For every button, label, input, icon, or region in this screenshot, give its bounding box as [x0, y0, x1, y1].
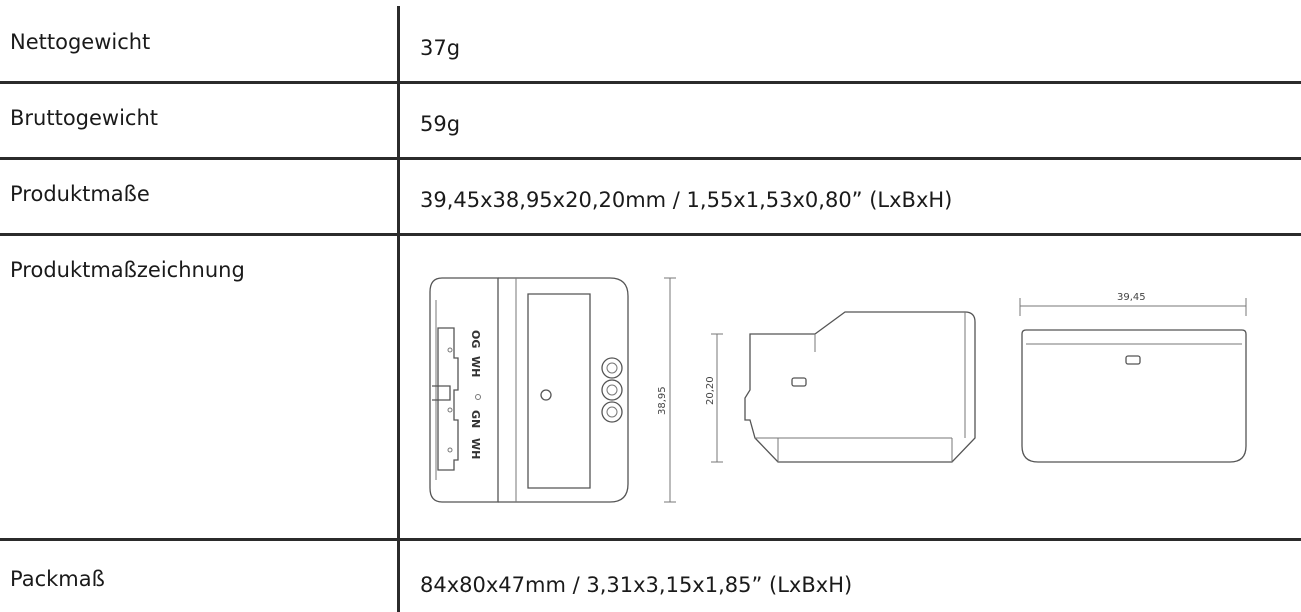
- product-dimension-drawing: OG WH GN WH 38,95 20,20 39,45: [429, 277, 1247, 503]
- wire-label-wh: WH: [469, 356, 482, 377]
- front-view: OG WH GN WH 38,95: [429, 277, 676, 503]
- dimension-length-label: 39,45: [1117, 292, 1146, 303]
- row-package-dimensions-label: Packmaß: [10, 567, 105, 591]
- row-product-dimensions-label: Produktmaße: [10, 182, 150, 206]
- top-view: 39,45: [1019, 292, 1247, 463]
- side-view: 20,20: [705, 311, 976, 463]
- dimension-height-label: 20,20: [705, 376, 716, 405]
- row-net-weight-label: Nettogewicht: [10, 30, 151, 54]
- row-gross-weight-label: Bruttogewicht: [10, 106, 159, 130]
- row-package-dimensions-value: 84x80x47mm / 3,31x3,15x1,85” (LxBxH): [420, 573, 853, 597]
- wire-label-wh-2: WH: [469, 438, 482, 459]
- row-dimension-drawing-label: Produktmaßzeichnung: [10, 258, 245, 282]
- row-product-dimensions-value: 39,45x38,95x20,20mm / 1,55x1,53x0,80” (L…: [420, 188, 953, 212]
- dimension-width-label: 38,95: [657, 386, 668, 415]
- row-divider: [0, 538, 1301, 541]
- row-gross-weight-value: 59g: [420, 112, 461, 136]
- vertical-divider: [397, 6, 400, 612]
- row-divider: [0, 233, 1301, 236]
- wire-label-og: OG: [469, 330, 482, 348]
- row-divider: [0, 157, 1301, 160]
- wire-label-gn: GN: [469, 410, 482, 428]
- row-divider: [0, 81, 1301, 84]
- row-net-weight-value: 37g: [420, 36, 461, 60]
